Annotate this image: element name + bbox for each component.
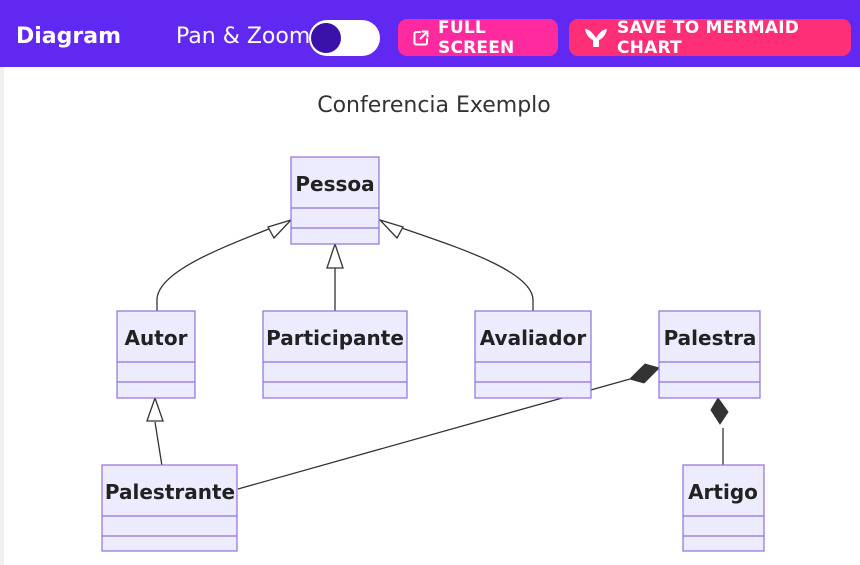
mermaid-logo-icon [585, 28, 607, 47]
pan-zoom-toggle[interactable] [309, 20, 380, 56]
toggle-knob [311, 23, 341, 53]
diagram-title: Conferencia Exemplo [317, 93, 551, 118]
composition-diamond-palestrante [629, 363, 660, 384]
inheritance-arrow-palestrante [146, 396, 164, 422]
edge-autor-pessoa [156, 225, 277, 311]
save-label: SAVE TO MERMAID CHART [617, 17, 800, 58]
class-name-palestra: Palestra [664, 326, 757, 350]
save-to-mermaid-chart-button[interactable]: SAVE TO MERMAID CHART [569, 17, 851, 58]
class-palestrante[interactable]: Palestrante [101, 464, 238, 552]
class-avaliador[interactable]: Avaliador [474, 310, 592, 399]
class-participante[interactable]: Participante [262, 310, 408, 399]
class-artigo[interactable]: Artigo [682, 464, 765, 552]
class-name-autor: Autor [125, 326, 188, 350]
class-name-pessoa: Pessoa [295, 172, 374, 196]
panel-title: Diagram [16, 24, 122, 49]
external-link-icon [413, 30, 429, 45]
diagram-canvas[interactable]: Conferencia Exemplo Pessoa Autor [0, 67, 860, 565]
class-pessoa[interactable]: Pessoa [290, 156, 380, 245]
canvas-edge [0, 67, 4, 565]
composition-diamond-artigo [710, 397, 729, 425]
inheritance-arrow-autor [267, 218, 294, 240]
top-bar: Diagram Pan & Zoom FULL SCREEN SAVE TO M… [0, 0, 860, 67]
class-palestra[interactable]: Palestra [658, 310, 761, 399]
pan-zoom-label: Pan & Zoom [176, 24, 311, 49]
full-screen-button[interactable]: FULL SCREEN [398, 17, 558, 58]
class-name-artigo: Artigo [688, 480, 758, 504]
edge-avaliador-pessoa [395, 225, 534, 311]
class-name-participante: Participante [266, 326, 404, 350]
inheritance-arrow-avaliador [377, 218, 404, 240]
class-autor[interactable]: Autor [116, 310, 196, 399]
class-name-palestrante: Palestrante [105, 480, 235, 504]
inheritance-arrow-participante [326, 241, 344, 269]
class-diagram: Conferencia Exemplo Pessoa Autor [101, 93, 765, 552]
edge-palestrante-autor [154, 421, 163, 467]
full-screen-label: FULL SCREEN [438, 17, 515, 58]
class-name-avaliador: Avaliador [480, 326, 587, 350]
